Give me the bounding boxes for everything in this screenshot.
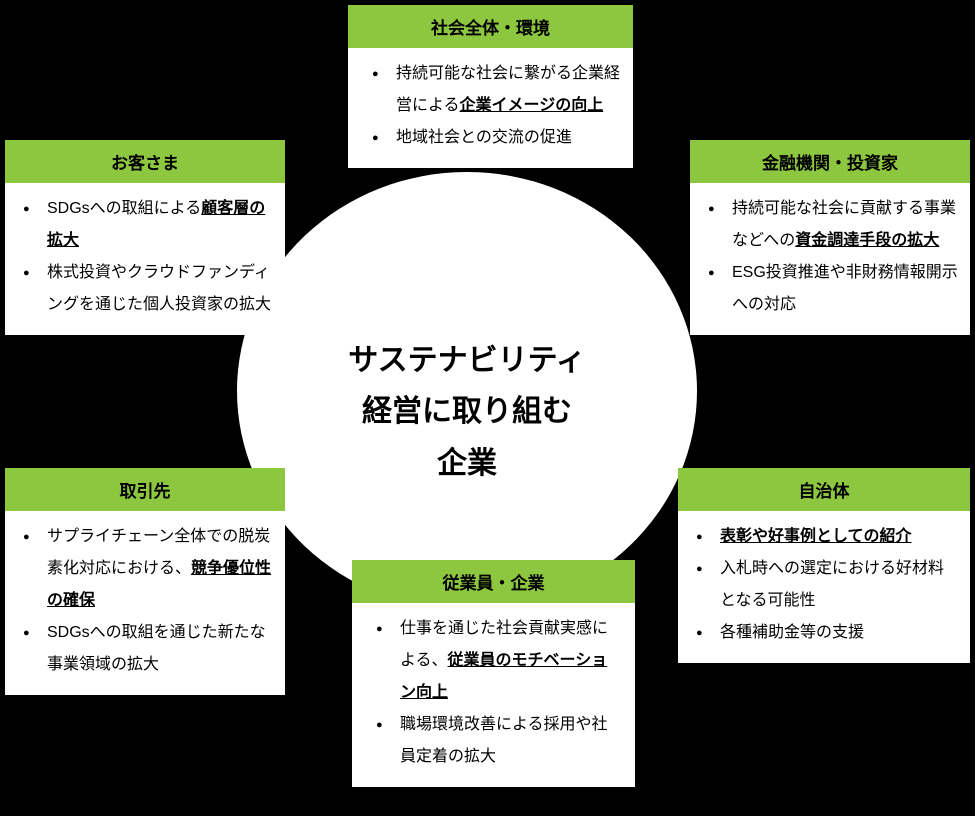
- box-employees-company: 従業員・企業 ● 仕事を通じた社会貢献実感による、従業員のモチベーション向上 ● 職場…: [352, 560, 635, 787]
- box-customers-title: お客さま: [5, 140, 285, 183]
- bullet-list: ● 持続可能な社会に貢献する事業などへの資金調達手段の拡大 ● ESG投資推進や非財務…: [704, 193, 958, 321]
- bullet-icon: ●: [23, 531, 30, 543]
- center-title-line: 経営に取り組む: [361, 395, 572, 429]
- bullet-text: 入札時への選定における好材料となる可能性: [720, 560, 945, 609]
- box-society-environment-title: 社会全体・環境: [348, 5, 633, 48]
- bullet-icon: ●: [696, 627, 703, 639]
- bullet-icon: ●: [23, 203, 30, 215]
- bullet-item: ● 株式投資やクラウドファンディングを通じた個人投資家の拡大: [19, 257, 273, 321]
- bullet-list: ● SDGsへの取組による顧客層の拡大 ● 株式投資やクラウドファンディングを通じた個…: [19, 193, 273, 321]
- bullet-item: ● 職場環境改善による採用や社員定着の拡大: [372, 709, 623, 773]
- box-business-partners-body: ● サプライチェーン全体での脱炭素化対応における、競争優位性の確保 ● SDGsへの取…: [5, 511, 285, 695]
- bullet-icon: ●: [708, 267, 715, 279]
- bullet-icon: ●: [376, 719, 383, 731]
- box-customers-body: ● SDGsへの取組による顧客層の拡大 ● 株式投資やクラウドファンディングを通じた個…: [5, 183, 285, 335]
- bullet-item: ● 持続可能な社会に貢献する事業などへの資金調達手段の拡大: [704, 193, 958, 257]
- box-finance-investors: 金融機関・投資家 ● 持続可能な社会に貢献する事業などへの資金調達手段の拡大 ● ES…: [690, 140, 970, 335]
- center-title-line: サステナビリティ: [348, 343, 586, 377]
- bullet-icon: ●: [23, 627, 30, 639]
- bullet-text: SDGsへの取組を通じた新たな事業領域の拡大: [47, 624, 266, 673]
- bullet-text: 持続可能な社会に繋がる企業経営による企業イメージの向上: [396, 65, 621, 114]
- bullet-text: 各種補助金等の支援: [720, 624, 865, 641]
- bullet-icon: ●: [696, 563, 703, 575]
- bullet-text: 株式投資やクラウドファンディングを通じた個人投資家の拡大: [47, 264, 272, 313]
- bullet-icon: ●: [376, 623, 383, 635]
- bullet-item: ● SDGsへの取組を通じた新たな事業領域の拡大: [19, 617, 273, 681]
- bullet-item: ● ESG投資推進や非財務情報開示への対応: [704, 257, 958, 321]
- box-employees-company-title: 従業員・企業: [352, 560, 635, 603]
- bullet-item: ● 地域社会との交流の促進: [368, 122, 621, 154]
- box-finance-investors-body: ● 持続可能な社会に貢献する事業などへの資金調達手段の拡大 ● ESG投資推進や非財務…: [690, 183, 970, 335]
- box-local-government: 自治体 ● 表彰や好事例としての紹介 ● 入札時への選定における好材料となる可能性 ● 各…: [678, 468, 970, 663]
- bullet-icon: ●: [372, 68, 379, 80]
- box-business-partners-title: 取引先: [5, 468, 285, 511]
- bullet-list: ● サプライチェーン全体での脱炭素化対応における、競争優位性の確保 ● SDGsへの取…: [19, 521, 273, 681]
- bullet-text: サプライチェーン全体での脱炭素化対応における、競争優位性の確保: [47, 528, 272, 609]
- bullet-text: 職場環境改善による採用や社員定着の拡大: [400, 716, 608, 765]
- box-local-government-title: 自治体: [678, 468, 970, 511]
- bullet-item: ● 表彰や好事例としての紹介: [692, 521, 958, 553]
- bullet-text: 表彰や好事例としての紹介: [720, 528, 912, 545]
- box-society-environment: 社会全体・環境 ● 持続可能な社会に繋がる企業経営による企業イメージの向上 ● 地域社…: [348, 5, 633, 168]
- bullet-icon: ●: [708, 203, 715, 215]
- bullet-icon: ●: [696, 531, 703, 543]
- bullet-item: ● サプライチェーン全体での脱炭素化対応における、競争優位性の確保: [19, 521, 273, 617]
- box-finance-investors-title: 金融機関・投資家: [690, 140, 970, 183]
- bullet-list: ● 仕事を通じた社会貢献実感による、従業員のモチベーション向上 ● 職場環境改善による…: [372, 613, 623, 773]
- bullet-item: ● 各種補助金等の支援: [692, 617, 958, 649]
- bullet-text: SDGsへの取組による顧客層の拡大: [47, 200, 266, 249]
- bullet-text: 持続可能な社会に貢献する事業などへの資金調達手段の拡大: [732, 200, 957, 249]
- box-customers: お客さま ● SDGsへの取組による顧客層の拡大 ● 株式投資やクラウドファンディング…: [5, 140, 285, 335]
- bullet-text: ESG投資推進や非財務情報開示への対応: [732, 264, 958, 313]
- bullet-item: ● 持続可能な社会に繋がる企業経営による企業イメージの向上: [368, 58, 621, 122]
- box-society-environment-body: ● 持続可能な社会に繋がる企業経営による企業イメージの向上 ● 地域社会との交流の促進: [348, 48, 633, 168]
- bullet-list: ● 表彰や好事例としての紹介 ● 入札時への選定における好材料となる可能性 ● 各種補助金…: [692, 521, 958, 649]
- box-business-partners: 取引先 ● サプライチェーン全体での脱炭素化対応における、競争優位性の確保 ● SDG…: [5, 468, 285, 695]
- bullet-icon: ●: [23, 267, 30, 279]
- center-title-line: 企業: [436, 446, 497, 480]
- center-circle: サステナビリティ 経営に取り組む 企業: [237, 172, 697, 610]
- bullet-text: 仕事を通じた社会貢献実感による、従業員のモチベーション向上: [400, 620, 609, 701]
- bullet-text: 地域社会との交流の促進: [396, 129, 572, 146]
- bullet-item: ● 仕事を通じた社会貢献実感による、従業員のモチベーション向上: [372, 613, 623, 709]
- box-employees-company-body: ● 仕事を通じた社会貢献実感による、従業員のモチベーション向上 ● 職場環境改善による…: [352, 603, 635, 787]
- bullet-list: ● 持続可能な社会に繋がる企業経営による企業イメージの向上 ● 地域社会との交流の促進: [368, 58, 621, 154]
- center-title: サステナビリティ 経営に取り組む 企業: [348, 335, 586, 490]
- bullet-item: ● 入札時への選定における好材料となる可能性: [692, 553, 958, 617]
- box-local-government-body: ● 表彰や好事例としての紹介 ● 入札時への選定における好材料となる可能性 ● 各種補助金…: [678, 511, 970, 663]
- bullet-item: ● SDGsへの取組による顧客層の拡大: [19, 193, 273, 257]
- bullet-icon: ●: [372, 132, 379, 144]
